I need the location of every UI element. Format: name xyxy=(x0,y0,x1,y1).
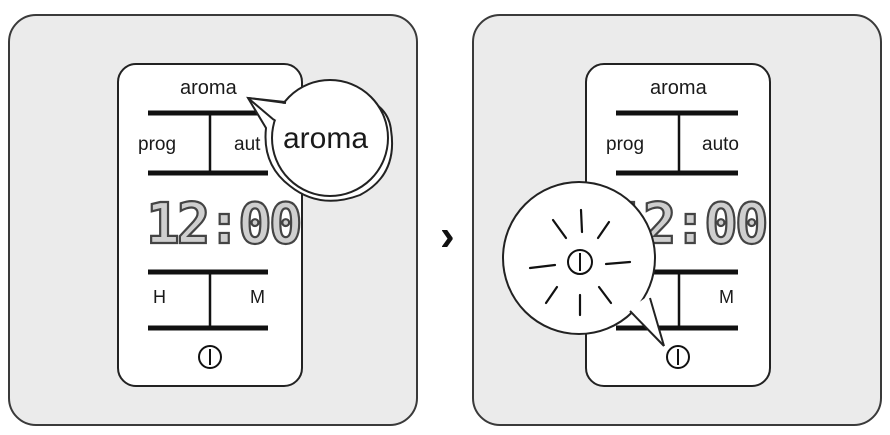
right-display: aroma prog auto 12:00 M xyxy=(502,63,771,387)
power-icon[interactable] xyxy=(666,345,690,369)
left-display: aroma prog aut 12:00 H M aroma xyxy=(117,63,393,387)
left-aroma-label: aroma xyxy=(180,77,238,99)
left-minute-label: M xyxy=(250,287,265,307)
callout-aroma-text: aroma xyxy=(283,122,368,155)
left-prog-label: prog xyxy=(138,134,176,155)
left-hour-label: H xyxy=(153,287,166,307)
power-icon[interactable] xyxy=(198,345,222,369)
left-time-display: 12:00 xyxy=(146,192,300,257)
blinking-power-icon xyxy=(528,208,632,317)
step-arrow: › xyxy=(440,211,455,260)
right-prog-label: prog xyxy=(606,134,644,155)
right-auto-label: auto xyxy=(702,134,739,155)
left-display-frame xyxy=(117,63,303,387)
right-minute-label: M xyxy=(719,287,734,307)
blink-callout-bubble xyxy=(502,181,665,347)
left-auto-label: aut xyxy=(234,134,261,155)
aroma-callout-bubble: aroma xyxy=(246,79,393,202)
right-aroma-label: aroma xyxy=(650,77,708,99)
blink-rays xyxy=(528,208,632,317)
